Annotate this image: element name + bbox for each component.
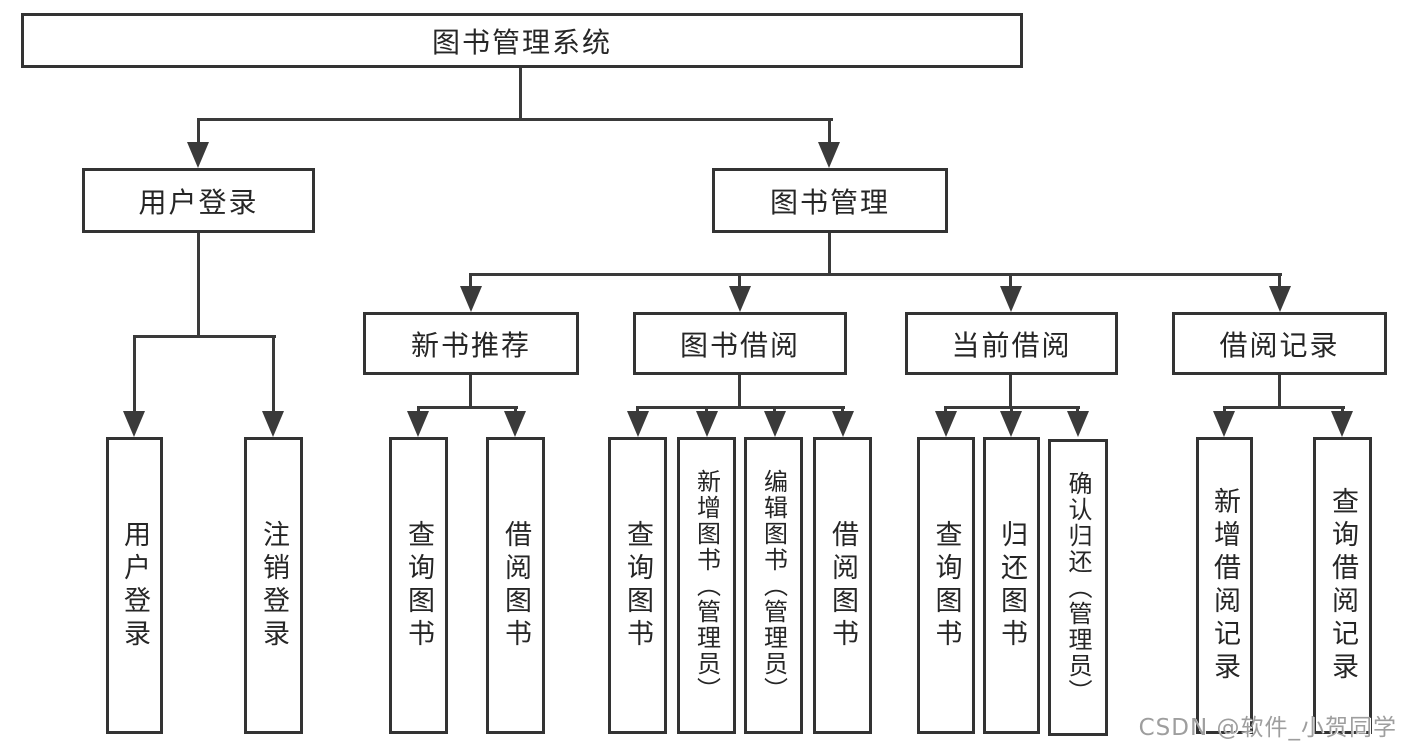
arrow-down: [123, 411, 145, 437]
connector-line: [133, 338, 136, 411]
node-book-borrowing: 图书借阅: [633, 312, 847, 375]
connector-line: [1009, 276, 1012, 288]
node-new-book-recommendation: 新书推荐: [363, 312, 579, 375]
arrow-down: [1331, 411, 1353, 437]
arrow-down: [262, 411, 284, 437]
connector-line: [469, 375, 472, 409]
connector-line: [197, 118, 833, 121]
leaf-query-books-recommend: 查询图书: [389, 437, 448, 734]
leaf-borrow-books-borrowing-label: 借阅图书: [827, 519, 858, 652]
node-root-label: 图书管理系统: [431, 25, 612, 59]
leaf-query-borrow-record-label: 查询借阅记录: [1327, 486, 1358, 685]
leaf-add-books-admin-label: 新增图书（管理员）: [692, 468, 721, 703]
node-user-login-label: 用户登录: [138, 185, 259, 219]
arrow-down: [1000, 411, 1022, 437]
leaf-edit-books-admin-label: 编辑图书（管理员）: [759, 468, 788, 703]
leaf-edit-books-admin: 编辑图书（管理员）: [744, 437, 803, 734]
arrow-down: [1213, 411, 1235, 437]
csdn-watermark: CSDN @软件_小贺同学: [1138, 715, 1397, 741]
leaf-logout-login-label: 注销登录: [258, 519, 289, 652]
connector-line: [636, 406, 845, 409]
arrow-down: [832, 411, 854, 437]
arrow-down: [696, 411, 718, 437]
arrow-down: [764, 411, 786, 437]
leaf-return-books: 归还图书: [983, 437, 1040, 734]
leaf-borrow-books-recommend-label: 借阅图书: [500, 519, 531, 652]
connector-line: [1009, 375, 1012, 409]
connector-line: [828, 233, 831, 276]
node-book-management: 图书管理: [712, 168, 948, 233]
arrow-down: [504, 411, 526, 437]
leaf-add-books-admin: 新增图书（管理员）: [677, 437, 736, 734]
node-borrowing-records-label: 借阅记录: [1219, 328, 1340, 362]
arrow-down: [818, 142, 840, 168]
arrow-down: [729, 286, 751, 312]
connector-line: [1278, 375, 1281, 409]
arrow-down: [1000, 286, 1022, 312]
leaf-add-borrow-record: 新增借阅记录: [1196, 437, 1253, 734]
connector-line: [738, 276, 741, 288]
connector-line: [519, 68, 522, 121]
arrow-down: [627, 411, 649, 437]
connector-line: [417, 406, 518, 409]
leaf-query-books-current: 查询图书: [917, 437, 975, 734]
connector-line: [272, 338, 275, 411]
leaf-query-books-recommend-label: 查询图书: [403, 519, 434, 652]
arrow-down: [460, 286, 482, 312]
arrow-down: [187, 142, 209, 168]
connector-line: [197, 121, 200, 144]
leaf-logout-login: 注销登录: [244, 437, 303, 734]
node-book-borrowing-label: 图书借阅: [679, 328, 800, 362]
node-current-borrowing: 当前借阅: [905, 312, 1118, 375]
leaf-user-login-label: 用户登录: [119, 519, 150, 652]
leaf-query-borrow-record: 查询借阅记录: [1313, 437, 1372, 734]
connector-line: [469, 276, 472, 288]
connector-line: [197, 233, 200, 335]
connector-line: [1278, 276, 1281, 288]
arrow-down: [1067, 411, 1089, 437]
node-current-borrowing-label: 当前借阅: [951, 328, 1072, 362]
leaf-confirm-return-admin: 确认归还（管理员）: [1048, 439, 1108, 736]
arrow-down: [1269, 286, 1291, 312]
leaf-user-login: 用户登录: [106, 437, 163, 734]
connector-line: [469, 273, 1282, 276]
node-borrowing-records: 借阅记录: [1172, 312, 1387, 375]
arrow-down: [407, 411, 429, 437]
node-root: 图书管理系统: [21, 13, 1023, 68]
leaf-borrow-books-borrowing: 借阅图书: [813, 437, 872, 734]
node-book-management-label: 图书管理: [769, 185, 890, 219]
connector-line: [1223, 406, 1345, 409]
leaf-query-books-current-label: 查询图书: [930, 519, 962, 652]
connector-line: [828, 121, 831, 144]
node-user-login: 用户登录: [82, 168, 315, 233]
leaf-query-books-borrowing-label: 查询图书: [622, 519, 653, 652]
leaf-return-books-label: 归还图书: [996, 519, 1027, 652]
connector-line: [133, 335, 276, 338]
leaf-borrow-books-recommend: 借阅图书: [486, 437, 545, 734]
connector-line: [738, 375, 741, 409]
arrow-down: [935, 411, 957, 437]
leaf-add-borrow-record-label: 新增借阅记录: [1209, 486, 1240, 685]
leaf-query-books-borrowing: 查询图书: [608, 437, 667, 734]
connector-line: [944, 406, 1080, 409]
leaf-confirm-return-admin-label: 确认归还（管理员）: [1064, 470, 1092, 705]
node-new-book-recommendation-label: 新书推荐: [410, 328, 531, 362]
